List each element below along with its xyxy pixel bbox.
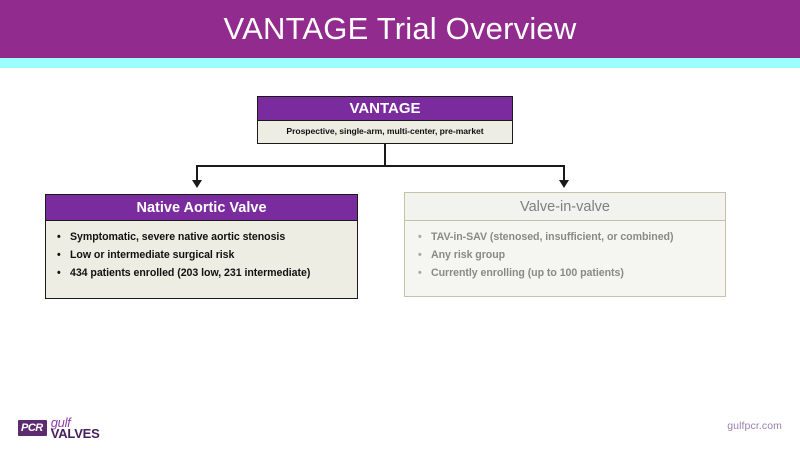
arrow-down-icon-left	[192, 180, 202, 188]
list-item-label: Currently enrolling (up to 100 patients)	[431, 267, 624, 279]
list-item-label: Low or intermediate surgical risk	[70, 249, 235, 261]
bullet-dot-icon: •	[57, 249, 61, 261]
title-bar: VANTAGE Trial Overview	[0, 0, 800, 58]
bullet-dot-icon: •	[418, 231, 422, 243]
list-item: • Low or intermediate surgical risk	[54, 248, 349, 263]
branch-title-native-aortic-valve: Native Aortic Valve	[46, 195, 357, 221]
logo-word-valves: VALVES	[50, 426, 100, 441]
connector-horizontal-rail	[196, 165, 565, 167]
list-item: • Symptomatic, severe native aortic sten…	[54, 230, 349, 245]
list-item-label: Any risk group	[431, 249, 506, 261]
bullet-list-native-aortic-valve: • Symptomatic, severe native aortic sten…	[54, 230, 349, 281]
site-url-label: gulfpcr.com	[727, 420, 782, 432]
logo-word-gulf: gulf	[50, 415, 71, 430]
connector-left-drop	[196, 165, 198, 181]
bullet-dot-icon: •	[418, 249, 422, 261]
header-accent-stripe	[0, 58, 800, 68]
list-item: • TAV-in-SAV (stenosed, insufficient, or…	[415, 230, 717, 245]
bullet-dot-icon: •	[418, 267, 422, 279]
list-item: • 434 patients enrolled (203 low, 231 in…	[54, 266, 349, 281]
list-item: • Currently enrolling (up to 100 patient…	[415, 266, 717, 281]
bullet-dot-icon: •	[57, 231, 61, 243]
branch-box-valve-in-valve: Valve-in-valve • TAV-in-SAV (stenosed, i…	[404, 192, 726, 297]
trial-root-title: VANTAGE	[258, 97, 512, 121]
branch-box-native-aortic-valve: Native Aortic Valve • Symptomatic, sever…	[45, 194, 358, 299]
trial-root-subtitle: Prospective, single-arm, multi-center, p…	[286, 126, 484, 136]
pcr-badge: PCR	[18, 420, 47, 436]
logo-wordmark: gulf VALVES	[50, 415, 100, 441]
connector-stem	[384, 144, 386, 166]
list-item-label: Symptomatic, severe native aortic stenos…	[70, 231, 286, 243]
branch-body-valve-in-valve: • TAV-in-SAV (stenosed, insufficient, or…	[405, 221, 725, 281]
arrow-down-icon-right	[559, 180, 569, 188]
trial-root-box: VANTAGE Prospective, single-arm, multi-c…	[257, 96, 513, 144]
list-item-label: 434 patients enrolled (203 low, 231 inte…	[70, 267, 311, 279]
branch-body-native-aortic-valve: • Symptomatic, severe native aortic sten…	[46, 221, 357, 281]
list-item-label: TAV-in-SAV (stenosed, insufficient, or c…	[431, 231, 674, 243]
connector-right-drop	[563, 165, 565, 181]
bullet-list-valve-in-valve: • TAV-in-SAV (stenosed, insufficient, or…	[415, 230, 717, 281]
bullet-dot-icon: •	[57, 267, 61, 279]
branch-title-valve-in-valve: Valve-in-valve	[405, 193, 725, 221]
list-item: • Any risk group	[415, 248, 717, 263]
page-title: VANTAGE Trial Overview	[223, 11, 577, 46]
gulf-valves-logo: PCR gulf VALVES	[18, 414, 100, 442]
